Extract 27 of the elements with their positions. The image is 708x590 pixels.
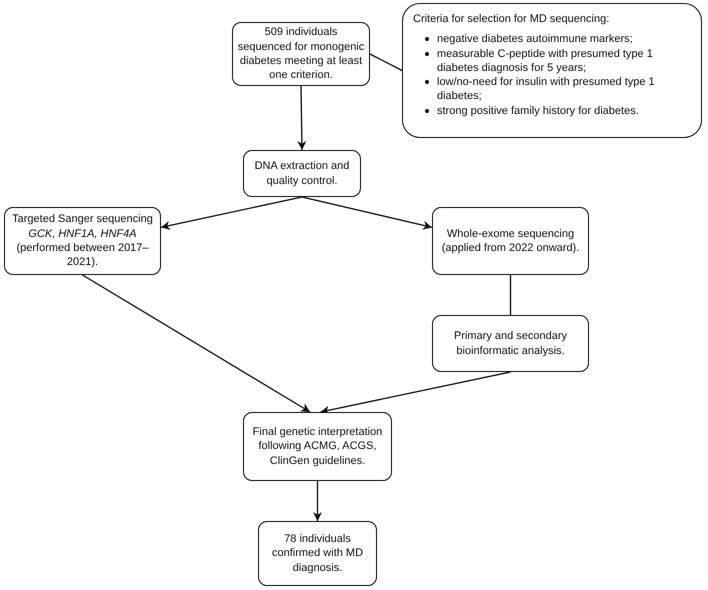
arrow xyxy=(313,481,322,521)
process-box xyxy=(243,150,361,197)
process-box xyxy=(432,315,589,372)
arrow xyxy=(297,86,306,150)
process-box xyxy=(258,521,377,586)
box-text: Primary and secondary bioinformatic analysis. xyxy=(452,329,568,358)
process-box xyxy=(432,207,589,275)
box-text: Final genetic interpretation following ACMG, ACGS, ClinGen guidelines. xyxy=(252,425,384,468)
arrow xyxy=(302,196,432,230)
criterion-item: negative diabetes autoimmune markers; xyxy=(437,33,633,46)
criterion-item: measurable C-peptide with presumed type 1 diabetes diagnosis for 5 years; xyxy=(437,48,653,74)
arrow xyxy=(160,196,302,230)
box-text: Whole-exome sequencing (applied from 2022 onward). xyxy=(440,226,580,256)
arrow xyxy=(82,274,310,413)
box-text: DNA extraction and quality control. xyxy=(254,159,350,188)
arrow xyxy=(320,371,511,415)
criterion-item: low/no-need for insulin with presumed type 1 diabetes; xyxy=(437,76,655,102)
box-heading: Criteria for selection for MD sequencing: xyxy=(413,12,610,26)
box-text: Targeted Sanger sequencing GCK, HNF1A, HNF4A (performed between 2017–2021). xyxy=(11,212,154,270)
connector-line xyxy=(370,53,402,72)
process-box xyxy=(4,207,161,275)
connector-line xyxy=(510,275,512,315)
process-box xyxy=(243,412,392,481)
criterion-item: strong positive family history for diabetes. xyxy=(437,104,639,117)
process-box xyxy=(402,3,702,138)
box-text: 78 individuals confirmed with MD diagnosis. xyxy=(270,532,364,575)
box-text: 509 individuals sequenced for monogenic diabetes meeting at least one criterion. xyxy=(237,25,365,83)
